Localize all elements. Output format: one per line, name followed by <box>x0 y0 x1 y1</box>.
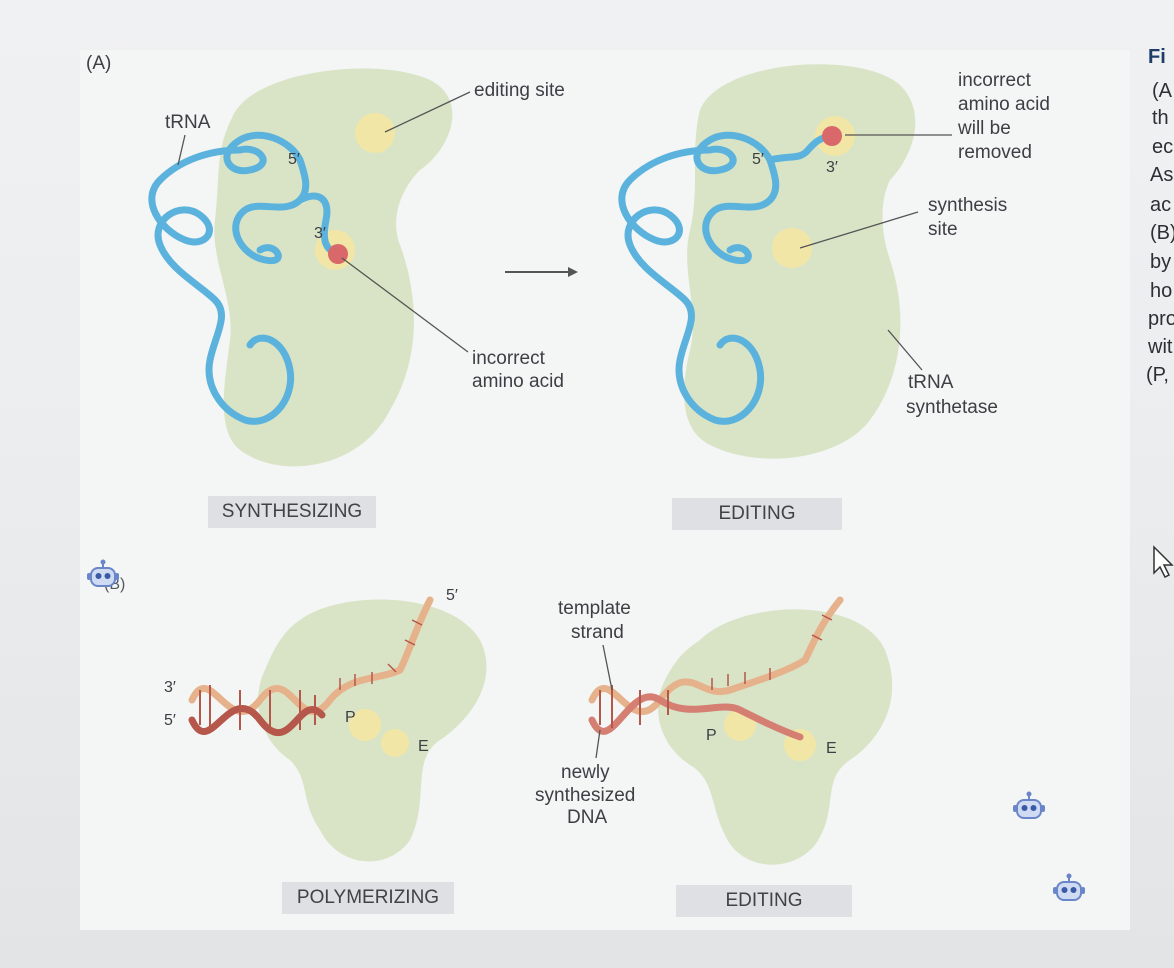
side-text-11: (P, <box>1146 364 1169 387</box>
side-text-6: (B) <box>1150 222 1174 245</box>
side-text-3: ec <box>1152 136 1173 159</box>
cursor-icon <box>1152 545 1174 579</box>
side-text-9: pro <box>1148 308 1174 331</box>
editing-caption-b: EDITING <box>676 885 852 917</box>
side-text-5: ac <box>1150 194 1171 217</box>
side-text-0: Fi <box>1148 46 1166 69</box>
side-text-8: ho <box>1150 280 1172 303</box>
side-text-1: (A <box>1152 80 1172 103</box>
e-site-label-right: E <box>826 737 837 761</box>
template-strand-line2: strand <box>571 621 624 645</box>
robot-icon[interactable] <box>86 558 120 592</box>
newly-synthesized-pointer <box>596 730 600 758</box>
template-strand-line1: template <box>558 597 631 621</box>
p-site-label-right: P <box>706 724 717 748</box>
robot-icon[interactable] <box>1052 872 1086 906</box>
side-text-4: As <box>1150 164 1173 187</box>
robot-icon[interactable] <box>1012 790 1046 824</box>
side-text-10: wit <box>1148 336 1172 359</box>
newly-synthesized-line1: newly <box>561 761 610 785</box>
side-text-2: th <box>1152 107 1169 130</box>
newly-synthesized-line3: DNA <box>567 806 607 830</box>
newly-synthesized-line2: synthesized <box>535 784 635 808</box>
polymerase-body-right <box>658 609 892 864</box>
template-pointer <box>603 645 612 690</box>
side-text-7: by <box>1150 251 1171 274</box>
